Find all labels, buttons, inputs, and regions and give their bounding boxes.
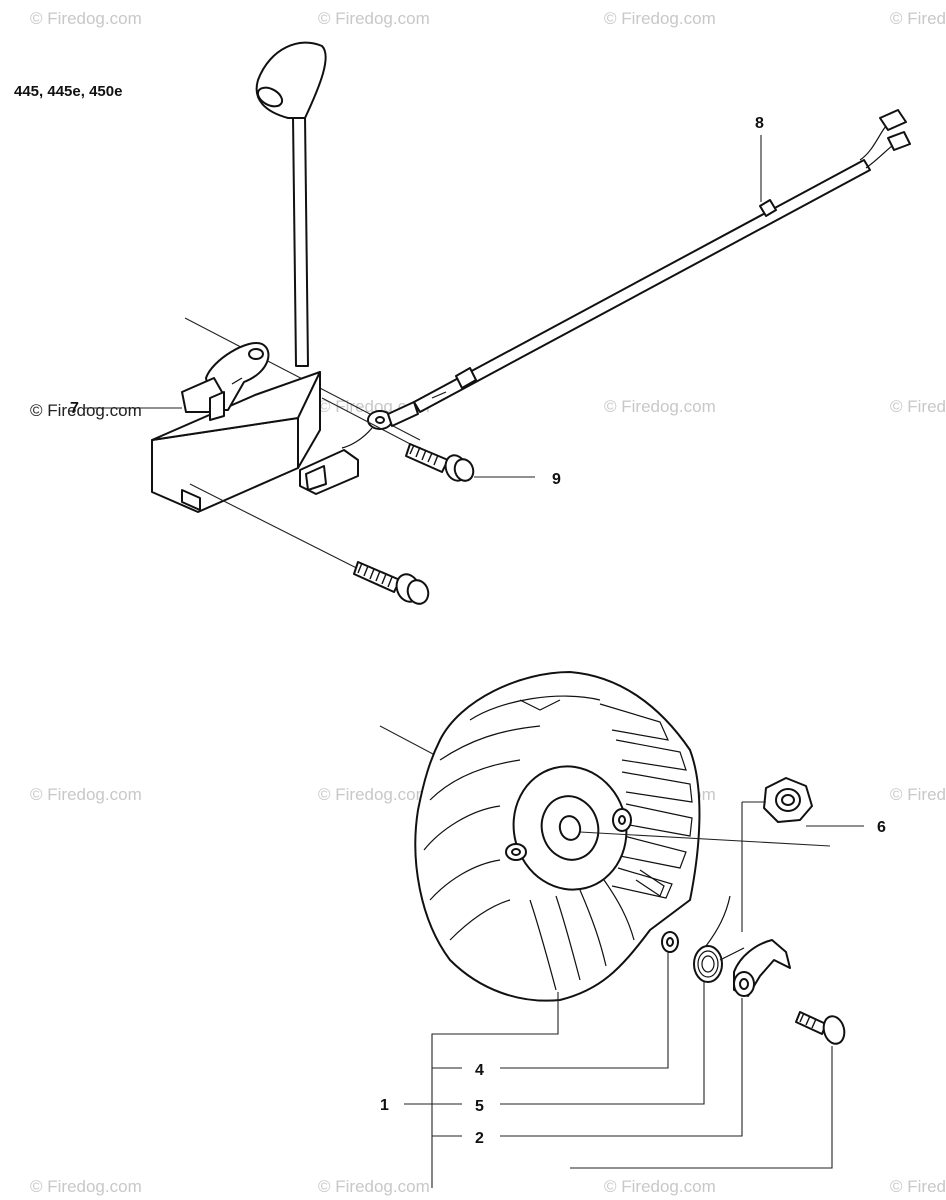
watermark-text: © Firedog.com	[30, 785, 142, 804]
watermark-text: © Firedog.com	[30, 1177, 142, 1196]
screw-9	[321, 397, 475, 482]
coil-screw	[189, 483, 430, 605]
watermark-text: © Firedog.com	[318, 1177, 430, 1196]
callout-2: 2	[475, 1130, 484, 1147]
watermark-text: © Firedog.com	[604, 9, 716, 28]
watermark-text: © Firedog.com	[890, 9, 946, 28]
watermark-text: © Firedog.com	[30, 9, 142, 28]
short-circuit-cable	[299, 109, 911, 495]
ignition-coil	[151, 41, 421, 513]
callout-9: 9	[552, 471, 561, 488]
model-list-title: 445, 445e, 450e	[14, 83, 123, 100]
watermark-text: © Firedog.com	[318, 785, 430, 804]
flywheel-nut	[579, 777, 831, 847]
callout-8: 8	[755, 115, 764, 132]
washer	[661, 931, 679, 953]
starter-pawl	[733, 939, 791, 997]
watermark-text: © Firedog.com	[318, 9, 430, 28]
flywheel	[379, 671, 701, 1002]
callout-1: 1	[380, 1097, 389, 1114]
watermark-text: © Firedog.com	[890, 1177, 946, 1196]
callout-4: 4	[475, 1062, 484, 1079]
watermark-text: © Firedog.com	[604, 1177, 716, 1196]
pawl-screw	[795, 1011, 846, 1045]
callout-5: 5	[475, 1098, 484, 1115]
watermark-text: © Firedog.com	[890, 785, 946, 804]
watermark-text: © Firedog.com	[890, 397, 946, 416]
callout-7: 7	[70, 400, 79, 417]
pawl-spring	[693, 895, 745, 983]
watermark-text: © Firedog.com	[604, 397, 716, 416]
callout-leaders	[404, 952, 833, 1188]
watermark-text-overlay: © Firedog.com	[30, 401, 142, 420]
callout-6: 6	[877, 819, 886, 836]
